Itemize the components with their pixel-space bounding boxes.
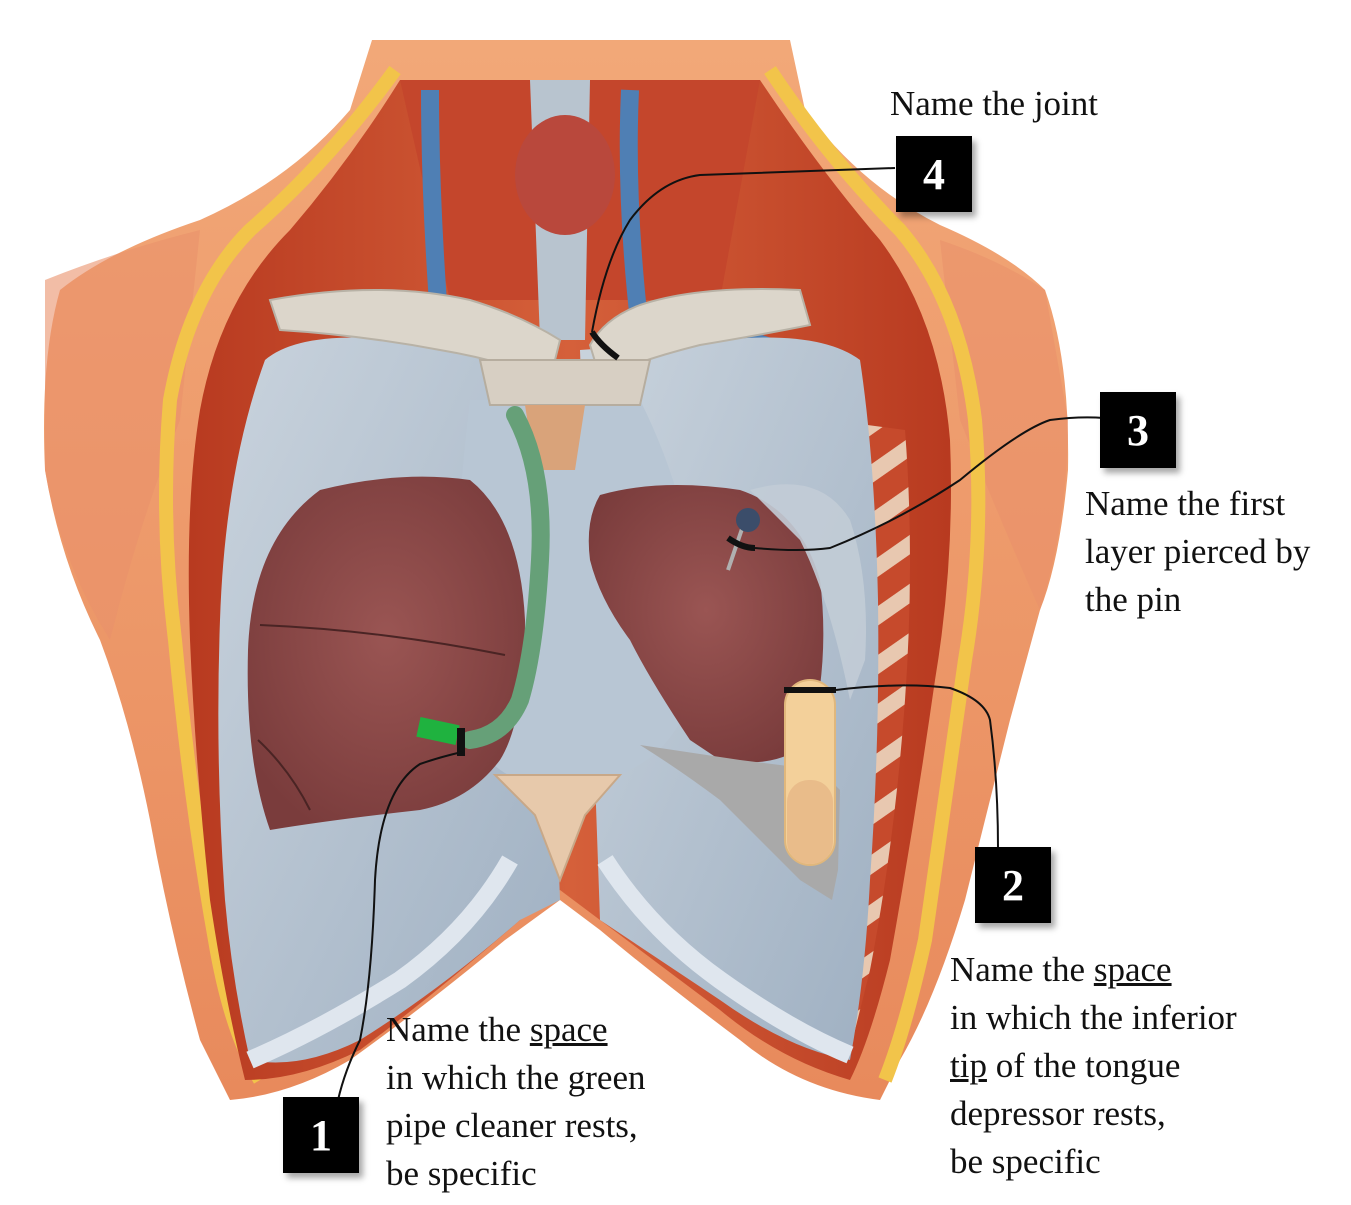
pipe-cleaner: [461, 406, 550, 749]
left-shoulder: [45, 230, 200, 640]
question-line: in which the inferior: [950, 998, 1237, 1037]
question-line: be specific: [950, 1142, 1101, 1181]
underlined-term: space: [1093, 950, 1172, 989]
leader-line-2: [835, 684, 999, 849]
question-line: layer pierced by: [1085, 532, 1311, 571]
pin-mark: [726, 535, 756, 551]
right-lung-fissure-2: [257, 739, 311, 811]
question-line: Name the space: [386, 1010, 608, 1049]
tongue-depressor-shadow: [787, 780, 833, 864]
label-box-3: 3: [1100, 392, 1176, 468]
diaphragm-left: [246, 855, 518, 1069]
question-line: in which the green: [386, 1058, 646, 1097]
pipe-cleaner-end-mark: [457, 728, 465, 756]
leader-line-3: [754, 416, 1105, 551]
leader-line-4: [591, 167, 896, 333]
label-box-1: 1: [283, 1097, 359, 1173]
question-3: Name the first layer pierced by the pin: [1085, 480, 1310, 624]
fat-layer: [159, 65, 401, 1084]
question-line: be specific: [386, 1154, 537, 1193]
green-marker: [416, 717, 460, 745]
diaphragm-right: [597, 855, 854, 1064]
question-1: Name the space in which the green pipe cle…: [386, 1006, 646, 1198]
underlined-term: space: [529, 1010, 608, 1049]
lung-pleura-right: [750, 484, 866, 700]
sternum-body: [525, 405, 585, 470]
fat-layer-right: [764, 66, 986, 1083]
question-line: the pin: [1085, 580, 1182, 619]
question-line: depressor rests,: [950, 1094, 1166, 1133]
question-line: Name the space: [950, 950, 1172, 989]
right-shoulder: [940, 240, 1068, 610]
label-box-2: 2: [975, 847, 1051, 923]
question-line: Name the first: [1085, 484, 1286, 523]
question-line: Name the joint: [890, 84, 1099, 123]
leader-line-1: [337, 751, 463, 1101]
question-4: Name the joint: [890, 80, 1098, 128]
pin-head: [736, 508, 760, 532]
manubrium: [478, 359, 652, 406]
question-line: tip of the tongue: [950, 1046, 1181, 1085]
question-2: Name the space in which the inferior tip o…: [950, 946, 1237, 1186]
joint-mark: [589, 330, 620, 361]
underlined-term: tip: [950, 1046, 987, 1085]
right-lung-fissure: [259, 624, 506, 656]
right-neck-vein: [619, 89, 649, 332]
left-lung: [588, 485, 824, 763]
xiphoid-process: [492, 774, 623, 883]
question-line: pipe cleaner rests,: [386, 1106, 638, 1145]
label-box-4: 4: [896, 136, 972, 212]
thyroid: [515, 115, 615, 235]
